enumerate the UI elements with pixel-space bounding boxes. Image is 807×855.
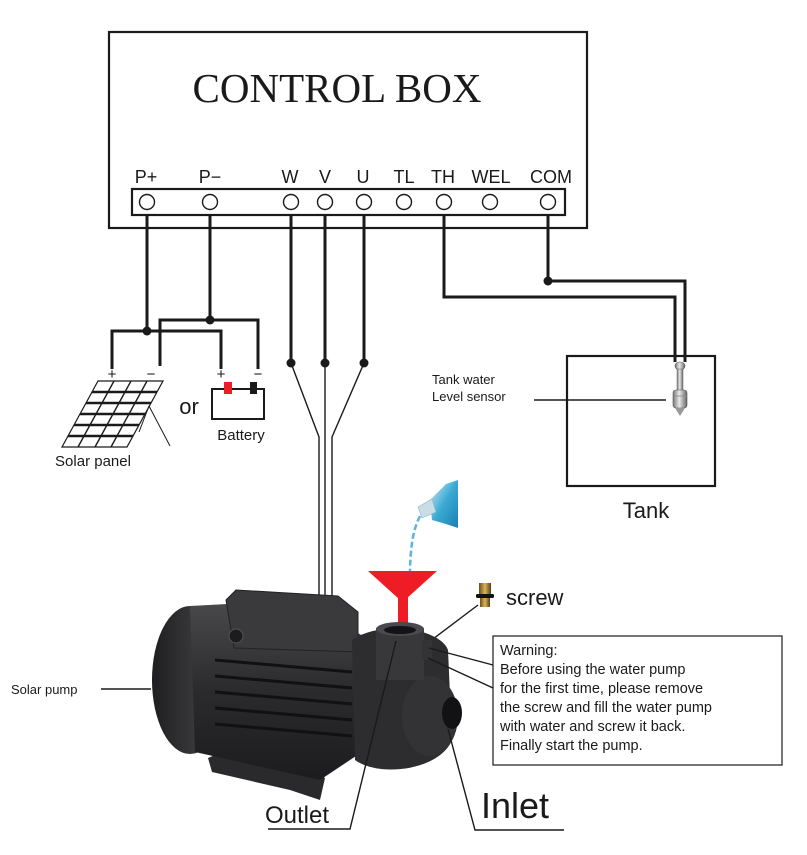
sensor-wires [442, 215, 687, 362]
junction-dot [142, 326, 152, 336]
junction-dot [205, 315, 215, 325]
inlet-label: Inlet [481, 785, 549, 826]
or-label: or [179, 394, 199, 419]
terminal-screw[interactable] [539, 193, 557, 211]
terminal-label: V [319, 167, 331, 187]
terminal-wel[interactable]: WEL [471, 167, 511, 211]
wire-com [546, 215, 687, 362]
terminal-screw[interactable] [481, 193, 499, 211]
warning-leader-line [427, 657, 494, 689]
terminal-com[interactable]: COM [530, 167, 572, 211]
level-sensor-icon [672, 361, 688, 416]
terminal-tl[interactable]: TL [393, 167, 415, 211]
solar-plus-sign: + [108, 366, 117, 383]
solar-minus-sign: − [147, 366, 156, 383]
terminal-screw[interactable] [395, 193, 413, 211]
solar-panel: + − Solar panel [55, 366, 171, 470]
terminal-p-minus[interactable]: P− [199, 167, 222, 211]
terminal-label: U [357, 167, 370, 187]
terminal-screw[interactable] [282, 193, 300, 211]
inlet-leader-line [447, 728, 564, 831]
solar-pump-label: Solar pump [11, 682, 77, 697]
screw-icon[interactable] [476, 583, 494, 607]
motor-wires [286, 215, 369, 598]
battery-negative-terminal [250, 382, 257, 394]
sensor-label-line1: Tank water [432, 372, 496, 387]
tank-label: Tank [623, 498, 670, 523]
power-wires [110, 215, 260, 369]
wire-negative-bus [158, 318, 260, 369]
junction-dot [543, 276, 553, 286]
battery-label: Battery [217, 427, 265, 444]
warning-line: Warning: [500, 643, 557, 659]
control-box-outline [107, 30, 589, 230]
terminal-w[interactable]: W [282, 167, 300, 211]
terminal-label: W [282, 167, 299, 187]
terminal-p-plus[interactable]: P+ [135, 167, 158, 211]
terminal-u[interactable]: U [355, 167, 373, 211]
warning-line: Before using the water pump [500, 662, 685, 678]
battery: + − Battery [211, 366, 265, 444]
warning-line: Finally start the pump. [500, 738, 643, 754]
wire-u-cable [331, 362, 365, 598]
terminal-screw[interactable] [316, 193, 334, 211]
terminal-th[interactable]: TH [431, 167, 455, 211]
terminal-label: P+ [135, 167, 158, 187]
sensor-label-line2: Level sensor [432, 389, 506, 404]
wire-w-cable [290, 362, 320, 598]
terminal-screw[interactable] [201, 193, 219, 211]
tank: Tank water Level sensor Tank [432, 354, 717, 523]
warning-line: for the first time, please remove [500, 681, 703, 697]
battery-minus-sign: − [254, 366, 263, 383]
terminal-screw[interactable] [435, 193, 453, 211]
wire-positive-bus [110, 329, 223, 369]
screw-label: screw [506, 585, 564, 610]
battery-positive-terminal [224, 382, 232, 394]
outlet-leader-line [268, 640, 397, 830]
battery-icon [211, 382, 265, 420]
terminal-label: TH [431, 167, 455, 187]
terminal-v[interactable]: V [316, 167, 334, 211]
warning-line: the screw and fill the water pump [500, 700, 712, 716]
tank-outline [565, 354, 717, 488]
terminal-label: WEL [471, 167, 510, 187]
battery-plus-sign: + [217, 366, 226, 383]
control-box-title: CONTROL BOX [193, 65, 482, 111]
terminal-strip [130, 187, 567, 217]
terminal-screw[interactable] [138, 193, 156, 211]
wire-th [442, 215, 677, 362]
outlet-label: Outlet [265, 802, 329, 829]
control-box: CONTROL BOX P+ P− W V U TL TH [107, 30, 589, 230]
warning-outline [492, 635, 783, 766]
terminal-label: TL [393, 167, 414, 187]
water-bottle-icon [406, 480, 458, 586]
terminal-screw[interactable] [355, 193, 373, 211]
solar-panel-label: Solar panel [55, 453, 131, 470]
warning-box: Warning: Before using the water pump for… [427, 635, 783, 766]
warning-leader-line [428, 647, 494, 666]
solar-panel-icon [60, 380, 171, 448]
funnel-icon [368, 571, 437, 630]
pump-icon[interactable] [152, 589, 462, 800]
terminal-label: P− [199, 167, 222, 187]
terminal-label: COM [530, 167, 572, 187]
warning-line: with water and screw it back. [499, 719, 685, 735]
